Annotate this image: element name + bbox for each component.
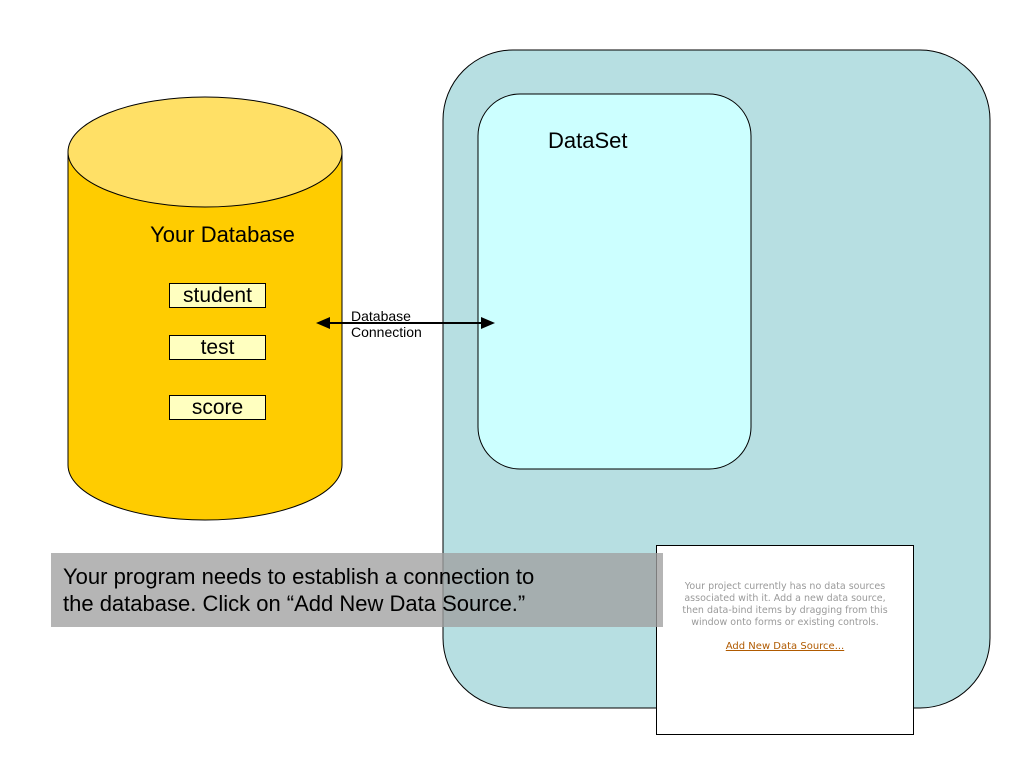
connection-arrow xyxy=(316,317,495,329)
arrowhead-right xyxy=(481,317,495,329)
cylinder-top xyxy=(67,96,343,208)
data-sources-panel: Your project currently has no data sourc… xyxy=(656,545,914,735)
message-line: Your project currently has no data sourc… xyxy=(684,581,886,592)
database-cylinder xyxy=(67,96,343,521)
table-student: student xyxy=(169,283,266,308)
data-sources-message: Your project currently has no data sourc… xyxy=(671,581,899,629)
message-line: window onto forms or existing controls. xyxy=(691,617,879,628)
add-new-data-source-link[interactable]: Add New Data Source... xyxy=(725,641,845,652)
connection-label: Database Connection xyxy=(351,308,422,340)
message-line: then data-bind items by dragging from th… xyxy=(682,605,888,616)
caption-line2: the database. Click on “Add New Data Sou… xyxy=(63,591,526,616)
connection-label-line2: Connection xyxy=(351,324,422,340)
arrowhead-left xyxy=(316,317,330,329)
table-test: test xyxy=(169,335,266,360)
instruction-caption: Your program needs to establish a connec… xyxy=(51,553,663,627)
dataset-label: DataSet xyxy=(548,128,628,153)
caption-line1: Your program needs to establish a connec… xyxy=(63,564,535,589)
connection-label-line1: Database xyxy=(351,308,411,324)
table-score: score xyxy=(169,395,266,420)
dataset-box xyxy=(477,93,752,470)
database-label: Your Database xyxy=(150,222,295,247)
message-line: associated with it. Add a new data sourc… xyxy=(684,593,886,604)
